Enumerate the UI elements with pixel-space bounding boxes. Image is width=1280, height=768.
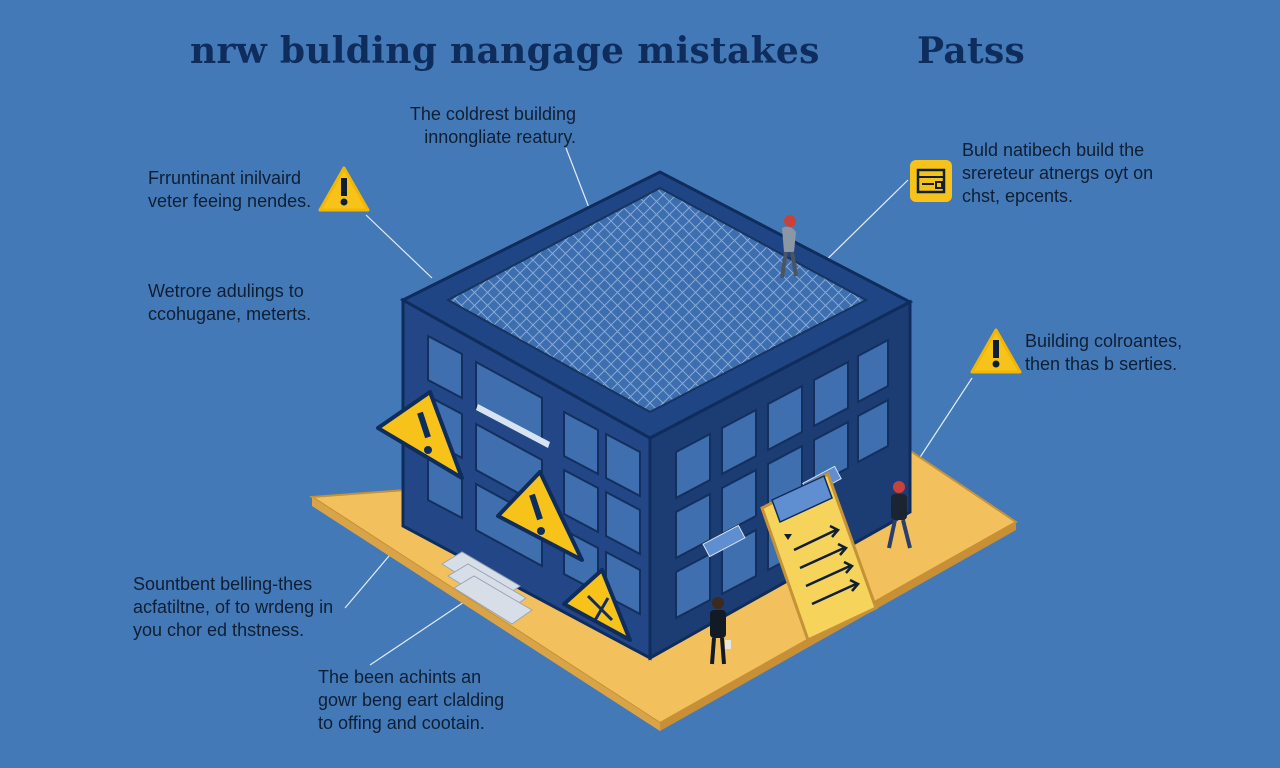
person-icon xyxy=(780,215,798,279)
callout-right-middle: Building colroantes, then thas b serties… xyxy=(1025,331,1183,374)
warning-icon xyxy=(376,390,464,480)
warning-icon xyxy=(318,166,370,212)
warning-icon xyxy=(970,328,1022,374)
signboard-icon xyxy=(760,471,878,643)
left-windows xyxy=(427,334,641,616)
callout-left-upper: Frruntinant inilvaird veter feeing nende… xyxy=(148,168,312,211)
callout-left-lower: Sountbent belling-thes acfatiltne, of to… xyxy=(133,574,334,640)
callout-left-middle: Wetrore adulings to ccohugane, meterts. xyxy=(148,281,312,324)
checklist-icon xyxy=(910,160,952,202)
stairs-icon xyxy=(441,551,533,625)
page-title: nrw bulding nangage mistakes xyxy=(190,30,820,72)
warning-icon xyxy=(496,470,584,562)
callout-right-upper: Buld natibech build the srereteur atnerg… xyxy=(962,140,1154,206)
person-icon xyxy=(710,597,731,665)
warning-icon xyxy=(562,568,632,642)
facade-sign xyxy=(702,524,746,558)
person-icon xyxy=(887,481,912,549)
page-subtitle: Patss xyxy=(917,30,1026,72)
callout-top-center: The coldrest building innongliate reatur… xyxy=(409,104,576,147)
callout-bottom-center: The been achints an gowr beng eart clald… xyxy=(318,667,505,733)
